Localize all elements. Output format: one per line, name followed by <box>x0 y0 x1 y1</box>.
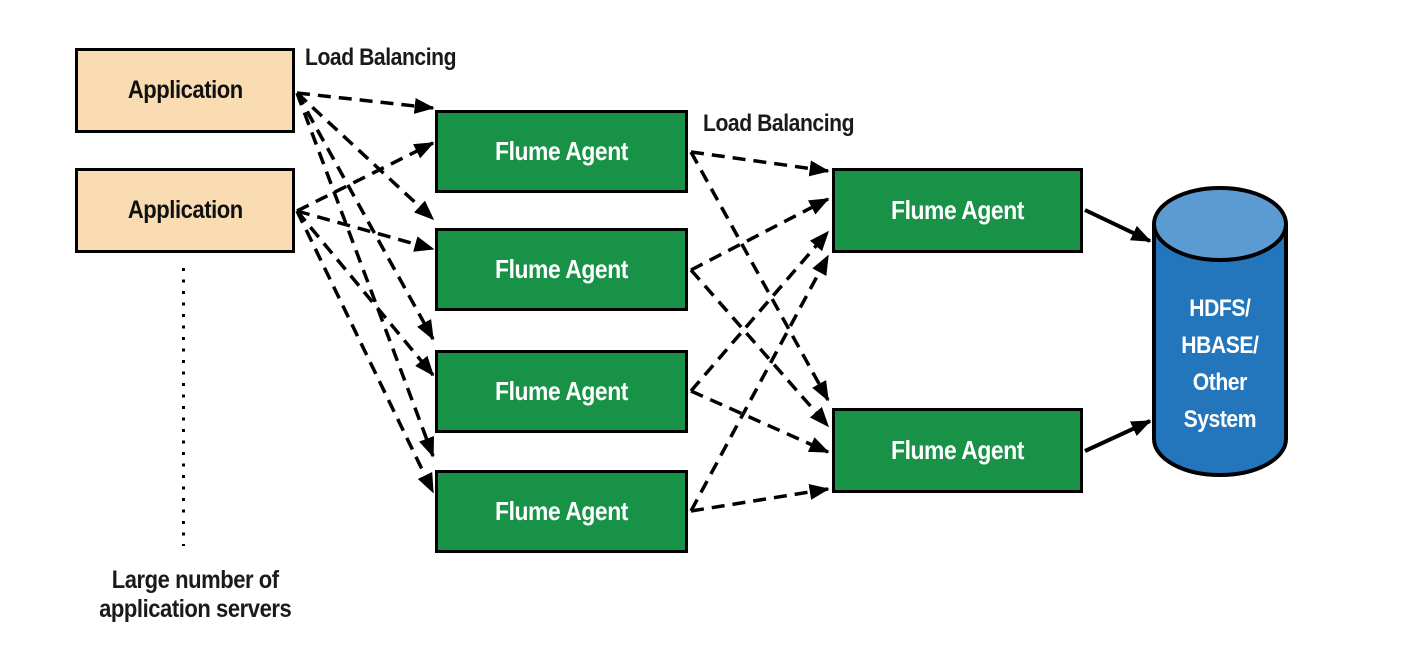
application-node-1-label: Application <box>127 76 243 104</box>
stage3-solid-arrows <box>1084 208 1152 453</box>
dashed-arrow <box>690 389 830 454</box>
tier1-agent-node-3: Flume Agent <box>435 350 688 433</box>
application-node-2: Application <box>75 168 295 253</box>
dashed-arrow <box>296 209 435 252</box>
dashed-arrow <box>689 230 830 393</box>
tier1-agent-node-3-label: Flume Agent <box>495 376 628 406</box>
tier2-agent-node-1-label: Flume Agent <box>891 195 1024 225</box>
dashed-arrow <box>689 268 830 428</box>
dashed-arrow <box>295 91 435 221</box>
dashed-arrow <box>689 151 830 402</box>
stage2-dashed-arrows <box>689 150 830 513</box>
tier2-agent-node-2: Flume Agent <box>832 408 1083 493</box>
dashed-arrow <box>690 197 830 272</box>
tier1-agent-node-4-label: Flume Agent <box>495 496 628 526</box>
servers-caption: Large number of application servers <box>65 566 325 624</box>
application-node-1: Application <box>75 48 295 133</box>
load-balancing-label-1-text: Load Balancing <box>305 44 457 71</box>
application-node-2-label: Application <box>127 196 243 224</box>
tier1-agent-node-2: Flume Agent <box>435 228 688 311</box>
dashed-arrow <box>295 209 435 377</box>
dashed-arrow <box>689 254 830 512</box>
stage1-dashed-arrows <box>295 91 435 494</box>
dashed-arrow <box>295 92 435 341</box>
load-balancing-label-1: Load Balancing <box>305 44 477 72</box>
cylinder-body <box>1152 224 1288 477</box>
datastore-label: HDFS/ HBASE/ Other System <box>1154 290 1286 438</box>
cylinder-top <box>1152 186 1288 262</box>
datastore-label-text: HDFS/ HBASE/ Other System <box>1181 295 1259 433</box>
tier1-agent-node-1-label: Flume Agent <box>495 136 628 166</box>
solid-arrow <box>1084 208 1152 243</box>
tier1-agent-node-2-label: Flume Agent <box>495 254 628 284</box>
tier1-agent-node-1: Flume Agent <box>435 110 688 193</box>
load-balancing-label-2-text: Load Balancing <box>703 110 855 137</box>
dashed-arrow <box>690 150 830 177</box>
dashed-arrow <box>296 91 435 114</box>
dashed-arrow <box>295 92 435 458</box>
servers-caption-text: Large number of application servers <box>98 566 292 623</box>
dashed-arrow <box>296 141 435 213</box>
load-balancing-label-2: Load Balancing <box>703 110 875 138</box>
datastore-cylinder <box>1152 186 1288 477</box>
dashed-arrow <box>690 484 830 513</box>
dashed-arrow <box>295 210 435 494</box>
tier2-agent-node-2-label: Flume Agent <box>891 435 1024 465</box>
tier2-agent-node-1: Flume Agent <box>832 168 1083 253</box>
solid-arrow <box>1084 419 1152 453</box>
tier1-agent-node-4: Flume Agent <box>435 470 688 553</box>
